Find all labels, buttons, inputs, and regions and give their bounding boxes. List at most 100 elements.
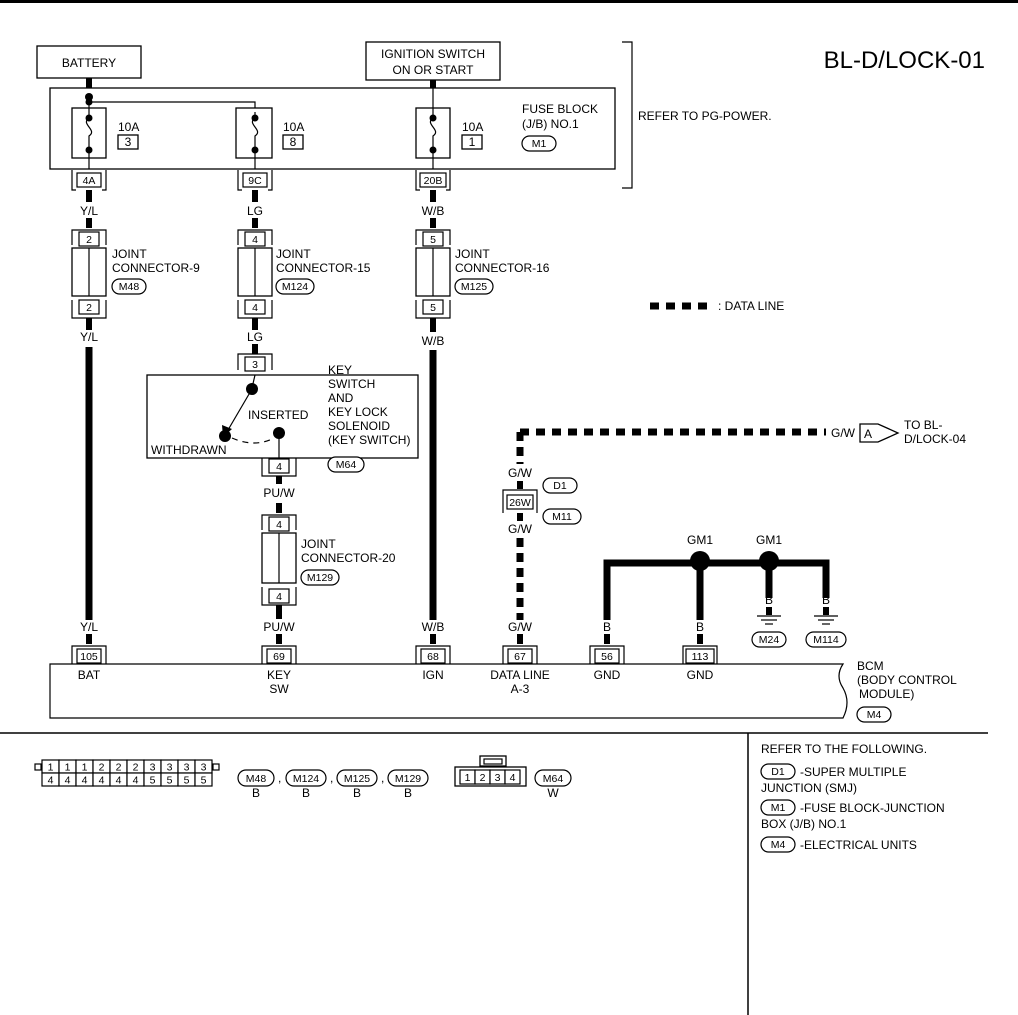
svg-text:56: 56 [601, 651, 613, 663]
fuse-terminal-4a: 4A [71, 170, 107, 191]
svg-text:KEY LOCK: KEY LOCK [328, 405, 388, 419]
svg-text:(KEY SWITCH): (KEY SWITCH) [328, 433, 410, 447]
svg-text:8: 8 [290, 135, 297, 149]
refer-item-m1: M1 -FUSE BLOCK-JUNCTION BOX (J/B) NO.1 [760, 799, 945, 831]
svg-text:4: 4 [276, 591, 282, 603]
joint-face-pin: 4 [133, 775, 139, 787]
svg-text:A-3: A-3 [511, 682, 530, 696]
svg-text:M64: M64 [336, 459, 357, 471]
offpage-connector-a: A [859, 423, 900, 443]
svg-text:JOINT: JOINT [301, 537, 336, 551]
fuse-bracket [622, 41, 633, 189]
wire-gw-1: G/W [508, 466, 533, 480]
to-bl-2: D/LOCK-04 [904, 432, 966, 446]
svg-text:113: 113 [692, 651, 709, 663]
refer-item-m4: M4 -ELECTRICAL UNITS [760, 836, 917, 853]
bcm-terminal-105: 105 BAT [71, 645, 107, 682]
gm1-label-2: GM1 [756, 533, 782, 547]
svg-text:2: 2 [86, 234, 92, 246]
ground-symbol-2 [814, 615, 838, 625]
svg-text:BAT: BAT [78, 668, 101, 682]
battery-box [36, 45, 142, 79]
svg-text:M4: M4 [771, 839, 786, 851]
svg-text:4: 4 [252, 234, 258, 246]
svg-text:2: 2 [86, 302, 92, 314]
wire-yl-2: Y/L [80, 330, 98, 344]
wire-yl-1: Y/L [80, 204, 98, 218]
svg-text:M125: M125 [461, 281, 487, 293]
svg-text:M4: M4 [867, 709, 882, 721]
bcm-m4-oval [856, 706, 892, 723]
svg-text:M1: M1 [771, 802, 786, 814]
svg-text:4: 4 [276, 519, 282, 531]
wire-wb-bcm: W/B [422, 620, 445, 634]
wire-wb-1: W/B [422, 204, 445, 218]
svg-text:M48: M48 [246, 773, 267, 785]
svg-text:SWITCH: SWITCH [328, 377, 375, 391]
bcm-label-2: (BODY CONTROL [857, 673, 957, 687]
wire-wb-2: W/B [422, 334, 445, 348]
joint-face-pin: 3 [201, 762, 207, 774]
svg-text:W: W [547, 786, 559, 800]
svg-text:M11: M11 [552, 511, 572, 523]
top-border [0, 0, 1018, 3]
svg-text:M124: M124 [293, 773, 319, 785]
joint-face-pin: 2 [99, 762, 105, 774]
svg-text:BOX (J/B) NO.1: BOX (J/B) NO.1 [761, 817, 847, 831]
svg-text:-SUPER MULTIPLE: -SUPER MULTIPLE [800, 765, 906, 779]
fuse-terminal-9c: 9C [237, 170, 273, 191]
m64-face-pin: 3 [495, 772, 501, 784]
fuse-1: 10A 1 [415, 88, 483, 169]
wire-b-bcm2: B [696, 620, 704, 634]
joint-face-pin: 1 [48, 762, 54, 774]
ground-symbol-1 [757, 615, 781, 625]
refer-item-d1: D1 -SUPER MULTIPLE JUNCTION (SMJ) [760, 763, 906, 795]
svg-text:JOINT: JOINT [455, 247, 490, 261]
refer-pg-power: REFER TO PG-POWER. [638, 109, 772, 123]
svg-text:1: 1 [469, 135, 476, 149]
svg-text:,: , [330, 771, 333, 785]
svg-text:M124: M124 [282, 281, 308, 293]
svg-text:GND: GND [594, 668, 621, 682]
svg-text:JOINT: JOINT [276, 247, 311, 261]
wire-b-bcm1: B [603, 620, 611, 634]
bcm-box [49, 663, 848, 719]
joint-face-pin: 4 [116, 775, 122, 787]
ground-m114 [805, 631, 847, 648]
joint-face-pin: 4 [65, 775, 71, 787]
svg-text:D1: D1 [771, 766, 785, 778]
svg-text:CONNECTOR-15: CONNECTOR-15 [276, 261, 371, 275]
wire-b-gnd2: B [822, 593, 830, 607]
joint-connector-20: 4 4 JOINT CONNECTOR-20 M129 [261, 514, 396, 606]
svg-text:5: 5 [430, 302, 436, 314]
svg-text:4: 4 [276, 461, 282, 473]
ground-m24 [751, 631, 787, 648]
ground-splice-2 [759, 551, 779, 571]
svg-text:JUNCTION (SMJ): JUNCTION (SMJ) [761, 781, 857, 795]
to-bl-1: TO BL- [904, 418, 942, 432]
ground-splice-1 [690, 551, 710, 571]
svg-text:4: 4 [252, 302, 258, 314]
svg-text:67: 67 [514, 651, 526, 663]
fuse-block-label-1: FUSE BLOCK [522, 102, 598, 116]
wire-yl-bcm: Y/L [80, 620, 98, 634]
fuse-block-label-2: (J/B) NO.1 [522, 117, 579, 131]
ignition-label-1: IGNITION SWITCH [381, 47, 485, 61]
svg-text:-ELECTRICAL UNITS: -ELECTRICAL UNITS [800, 838, 917, 852]
fuse-3: 10A 3 [71, 102, 139, 169]
joint-face-pin: 5 [184, 775, 190, 787]
joint-face-pin: 3 [167, 762, 173, 774]
svg-text:20B: 20B [424, 175, 443, 187]
svg-text:CONNECTOR-20: CONNECTOR-20 [301, 551, 396, 565]
svg-text:DATA LINE: DATA LINE [490, 668, 550, 682]
svg-text:M129: M129 [395, 773, 421, 785]
svg-text:10A: 10A [462, 120, 483, 134]
bcm-terminal-67: 67 DATA LINE A-3 [490, 645, 550, 696]
svg-text:B: B [353, 786, 361, 800]
svg-text:M1: M1 [532, 138, 547, 150]
gm1-label-1: GM1 [687, 533, 713, 547]
svg-text:JOINT: JOINT [112, 247, 147, 261]
joint-face-pin: 2 [116, 762, 122, 774]
